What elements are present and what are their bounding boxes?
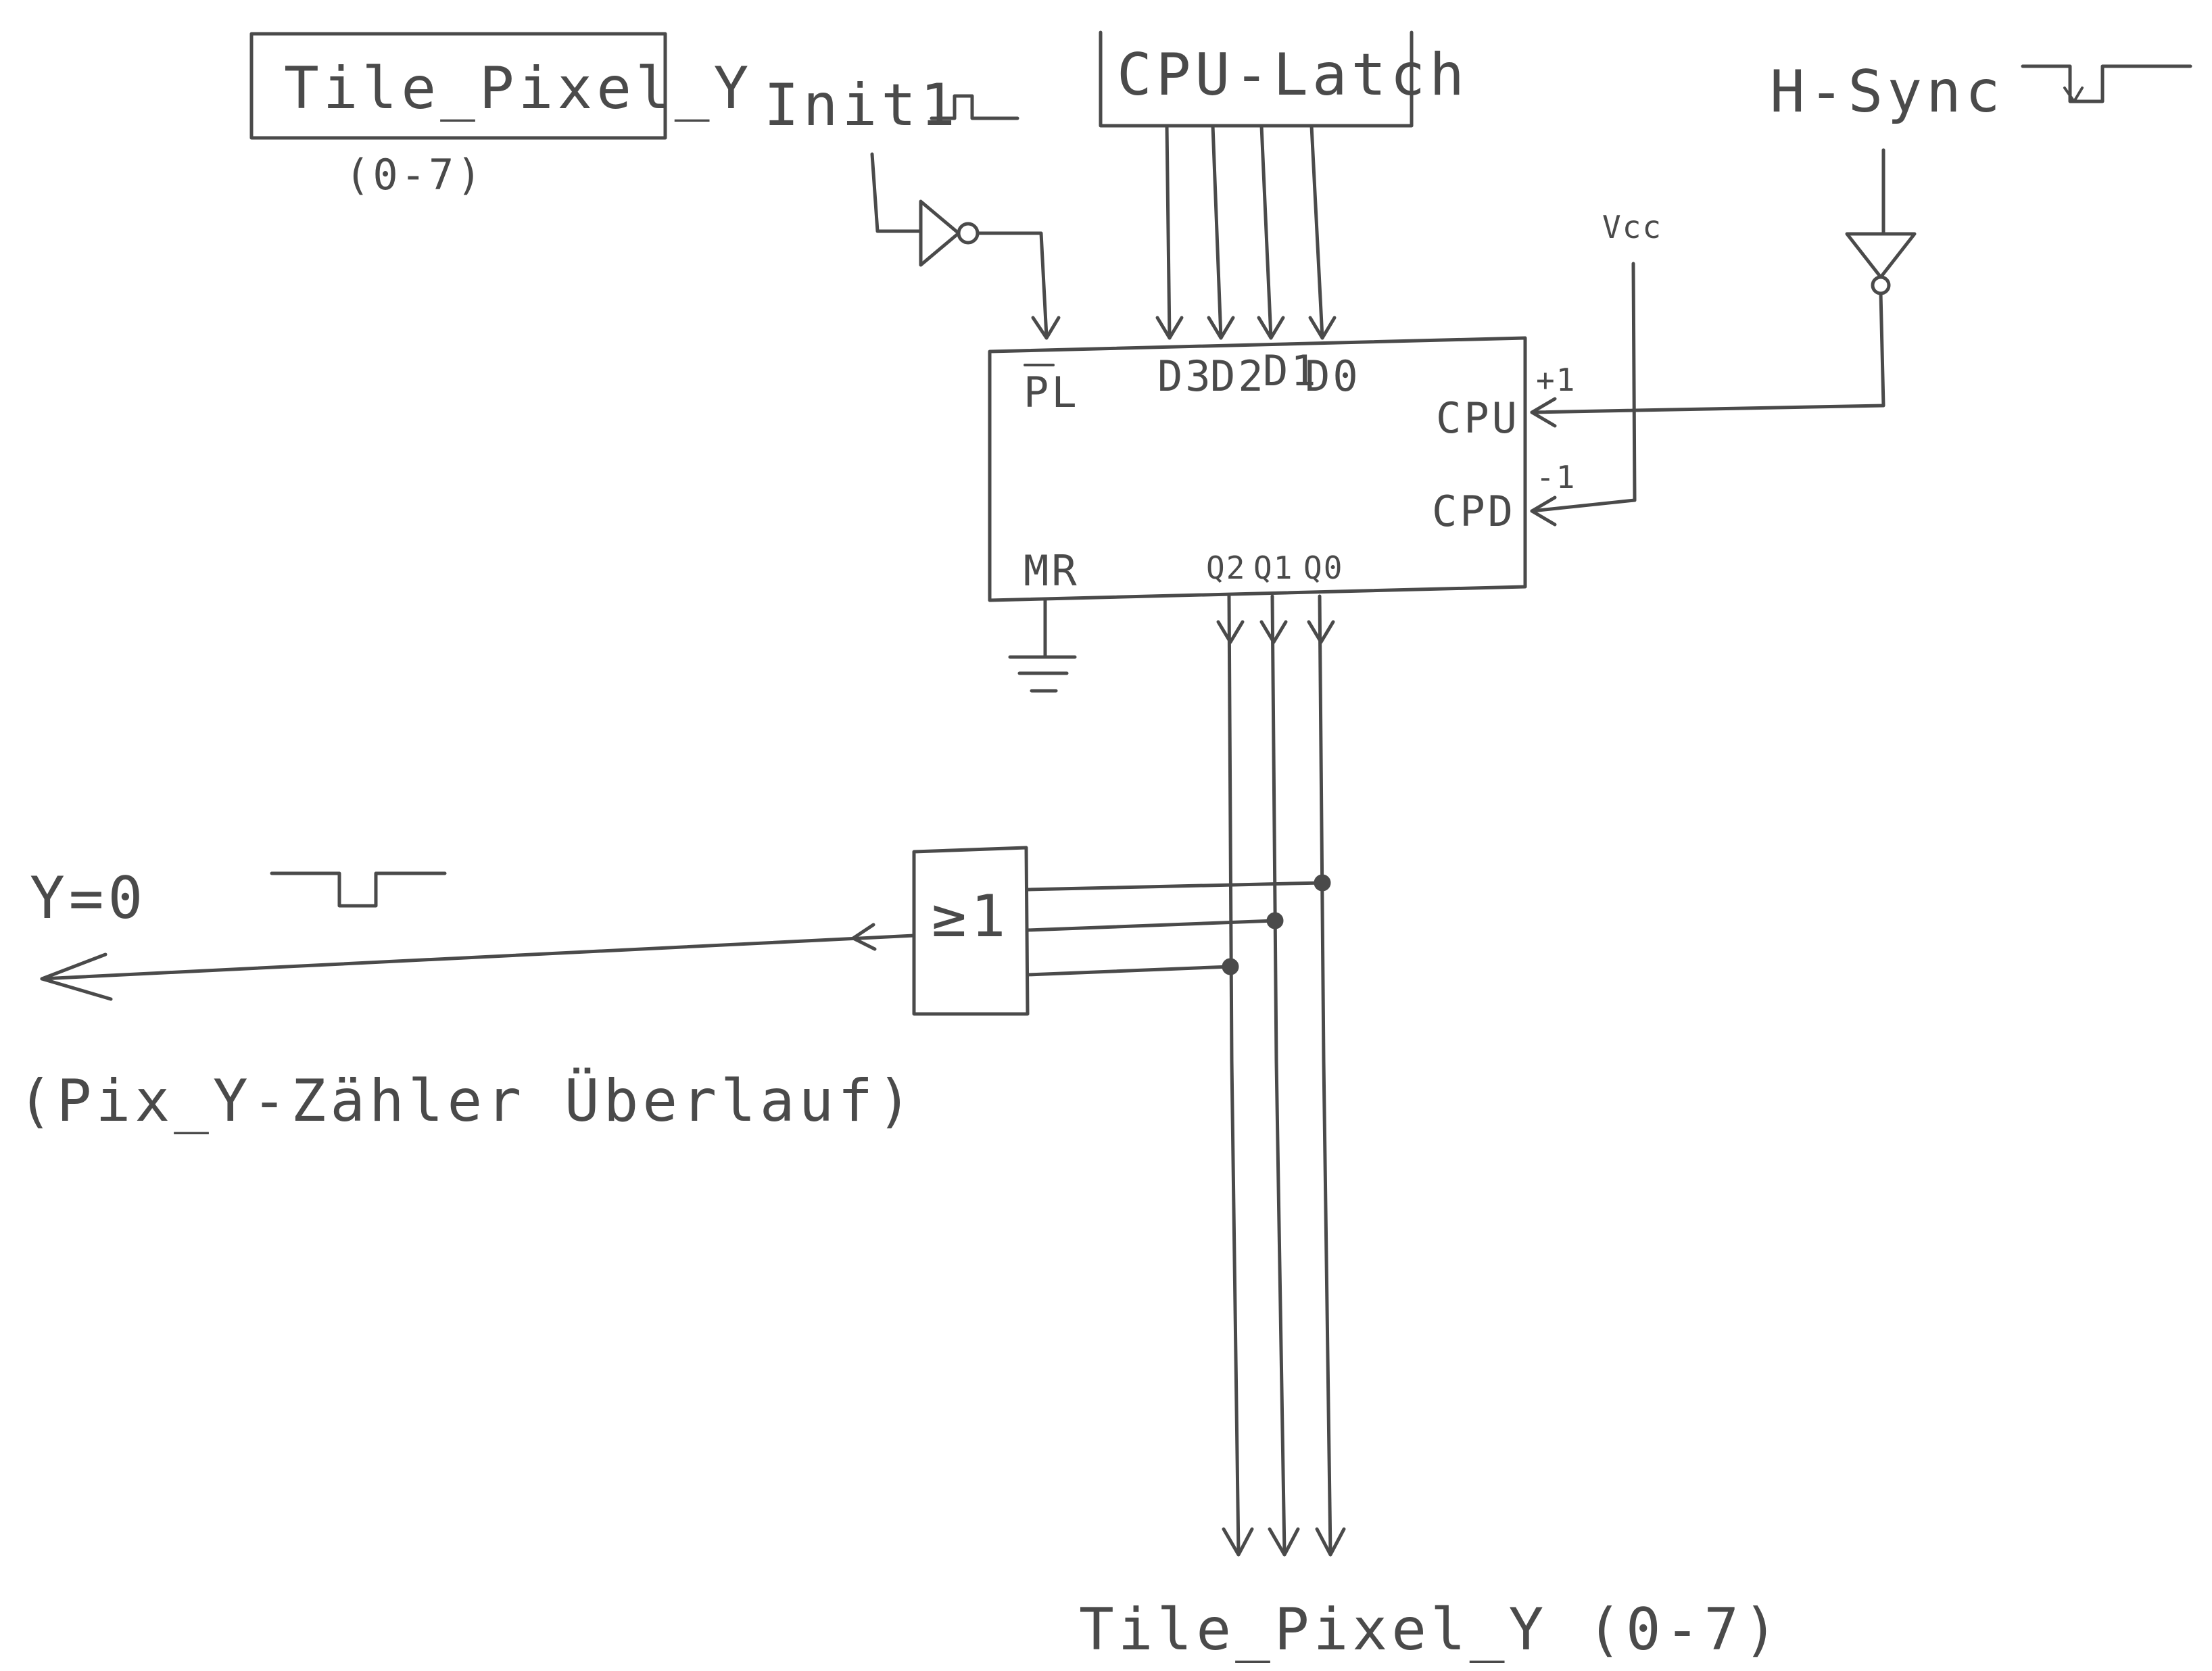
or-output-wire — [40, 934, 916, 981]
latch-wire-d3 — [1165, 124, 1172, 340]
latch-wire-d0 — [1309, 124, 1324, 340]
cpd-arrow-icon — [1530, 495, 1557, 527]
junction-q0 — [1314, 874, 1331, 892]
latch-wire-d2 — [1211, 124, 1223, 340]
hsync-waveform — [2021, 64, 2192, 103]
or-gate: ≥1 — [912, 846, 1331, 1016]
hsync-inverter-icon — [1845, 232, 1917, 279]
or-gate-symbol: ≥1 — [932, 883, 1010, 950]
q0-bottom-arrow-icon — [1315, 1527, 1346, 1557]
mr-ground — [1008, 598, 1077, 693]
title-box-label: Tile_Pixel_Y — [284, 55, 752, 122]
pin-d2: D2 — [1210, 352, 1266, 401]
output-bus: Tile_Pixel_Y (0-7) — [1079, 594, 1782, 1664]
hsync-inverter-bubble-icon — [1871, 275, 1891, 295]
d3-arrow-icon — [1155, 316, 1184, 340]
q0-wire — [1318, 594, 1332, 1555]
title-box — [249, 32, 667, 140]
pin-cpd: CPD — [1432, 487, 1516, 536]
init-input: Init1 — [764, 72, 1061, 340]
hsync-waveform-arrow-icon — [2063, 87, 2084, 103]
minus-one-label: -1 — [1536, 459, 1576, 495]
junction-q1 — [1266, 912, 1284, 929]
pin-mr: MR — [1024, 546, 1080, 596]
or-output-arrow-icon — [851, 923, 877, 951]
y-zero-waveform — [270, 871, 447, 908]
hsync-input: H-Sync — [1530, 58, 2192, 428]
counter-body — [988, 336, 1527, 602]
init-label: Init1 — [764, 72, 959, 139]
q2-arrow-icon — [1216, 620, 1245, 644]
pin-cpu: CPU — [1436, 393, 1520, 443]
hsync-to-cpu-wire — [1530, 291, 1885, 414]
q1-wire — [1270, 594, 1287, 1555]
cpu-latch-block: CPU-Latch — [1099, 30, 1468, 340]
hsync-label: H-Sync — [1770, 58, 2004, 126]
d1-arrow-icon — [1257, 316, 1285, 340]
pin-d0: D0 — [1305, 352, 1361, 401]
output-bus-label: Tile_Pixel_Y (0-7) — [1079, 1596, 1782, 1664]
cpu-latch-box — [1099, 30, 1414, 128]
or-gate-body — [912, 846, 1030, 1016]
title-block: Tile_Pixel_Y (0-7) — [249, 32, 752, 199]
or-input-q2-wire — [1026, 965, 1232, 977]
counter-ic: PL D3 D2 D1 D0 +1 CPU -1 CPD MR Q2 Q1 Q0 — [988, 336, 1576, 602]
q2-wire — [1227, 594, 1241, 1555]
init-inverter-icon — [919, 199, 961, 267]
q0-arrow-icon — [1307, 620, 1335, 644]
y-zero-label: Y=0 — [30, 865, 147, 932]
y-zero-output: Y=0 (Pix_Y-Zähler Überlauf) — [18, 865, 916, 1135]
pin-q0: Q0 — [1303, 550, 1343, 586]
init-wire — [870, 152, 923, 233]
d0-arrow-icon — [1308, 316, 1337, 340]
ground-icon — [1008, 655, 1077, 693]
pin-d1: D1 — [1263, 346, 1319, 395]
y-zero-arrow-icon — [40, 952, 113, 1001]
q1-arrow-icon — [1259, 620, 1288, 644]
init-pulse-waveform — [930, 94, 1019, 120]
vcc-to-cpd-wire — [1530, 262, 1637, 513]
q1-bottom-arrow-icon — [1268, 1527, 1300, 1557]
cpu-latch-label: CPU-Latch — [1117, 41, 1468, 109]
pl-arrow-icon — [1031, 316, 1061, 340]
overflow-note: (Pix_Y-Zähler Überlauf) — [18, 1067, 916, 1135]
pin-q2: Q2 — [1206, 550, 1246, 586]
latch-wire-d1 — [1259, 124, 1273, 340]
cpu-arrow-icon — [1530, 397, 1557, 428]
pin-d3: D3 — [1157, 352, 1213, 401]
d2-arrow-icon — [1207, 316, 1235, 340]
or-input-q1-wire — [1026, 919, 1277, 932]
junction-q2 — [1222, 958, 1239, 975]
pin-pl: PL — [1024, 368, 1080, 417]
vcc-input: Vcc — [1530, 209, 1662, 527]
plus-one-label: +1 — [1536, 362, 1576, 398]
or-input-q0-wire — [1026, 881, 1324, 892]
init-to-pl-wire — [976, 231, 1049, 339]
init-inverter-bubble-icon — [957, 222, 980, 245]
title-range-label: (0-7) — [345, 150, 485, 199]
q2-bottom-arrow-icon — [1222, 1527, 1254, 1557]
vcc-label: Vcc — [1602, 209, 1662, 245]
pin-q1: Q1 — [1253, 550, 1293, 586]
